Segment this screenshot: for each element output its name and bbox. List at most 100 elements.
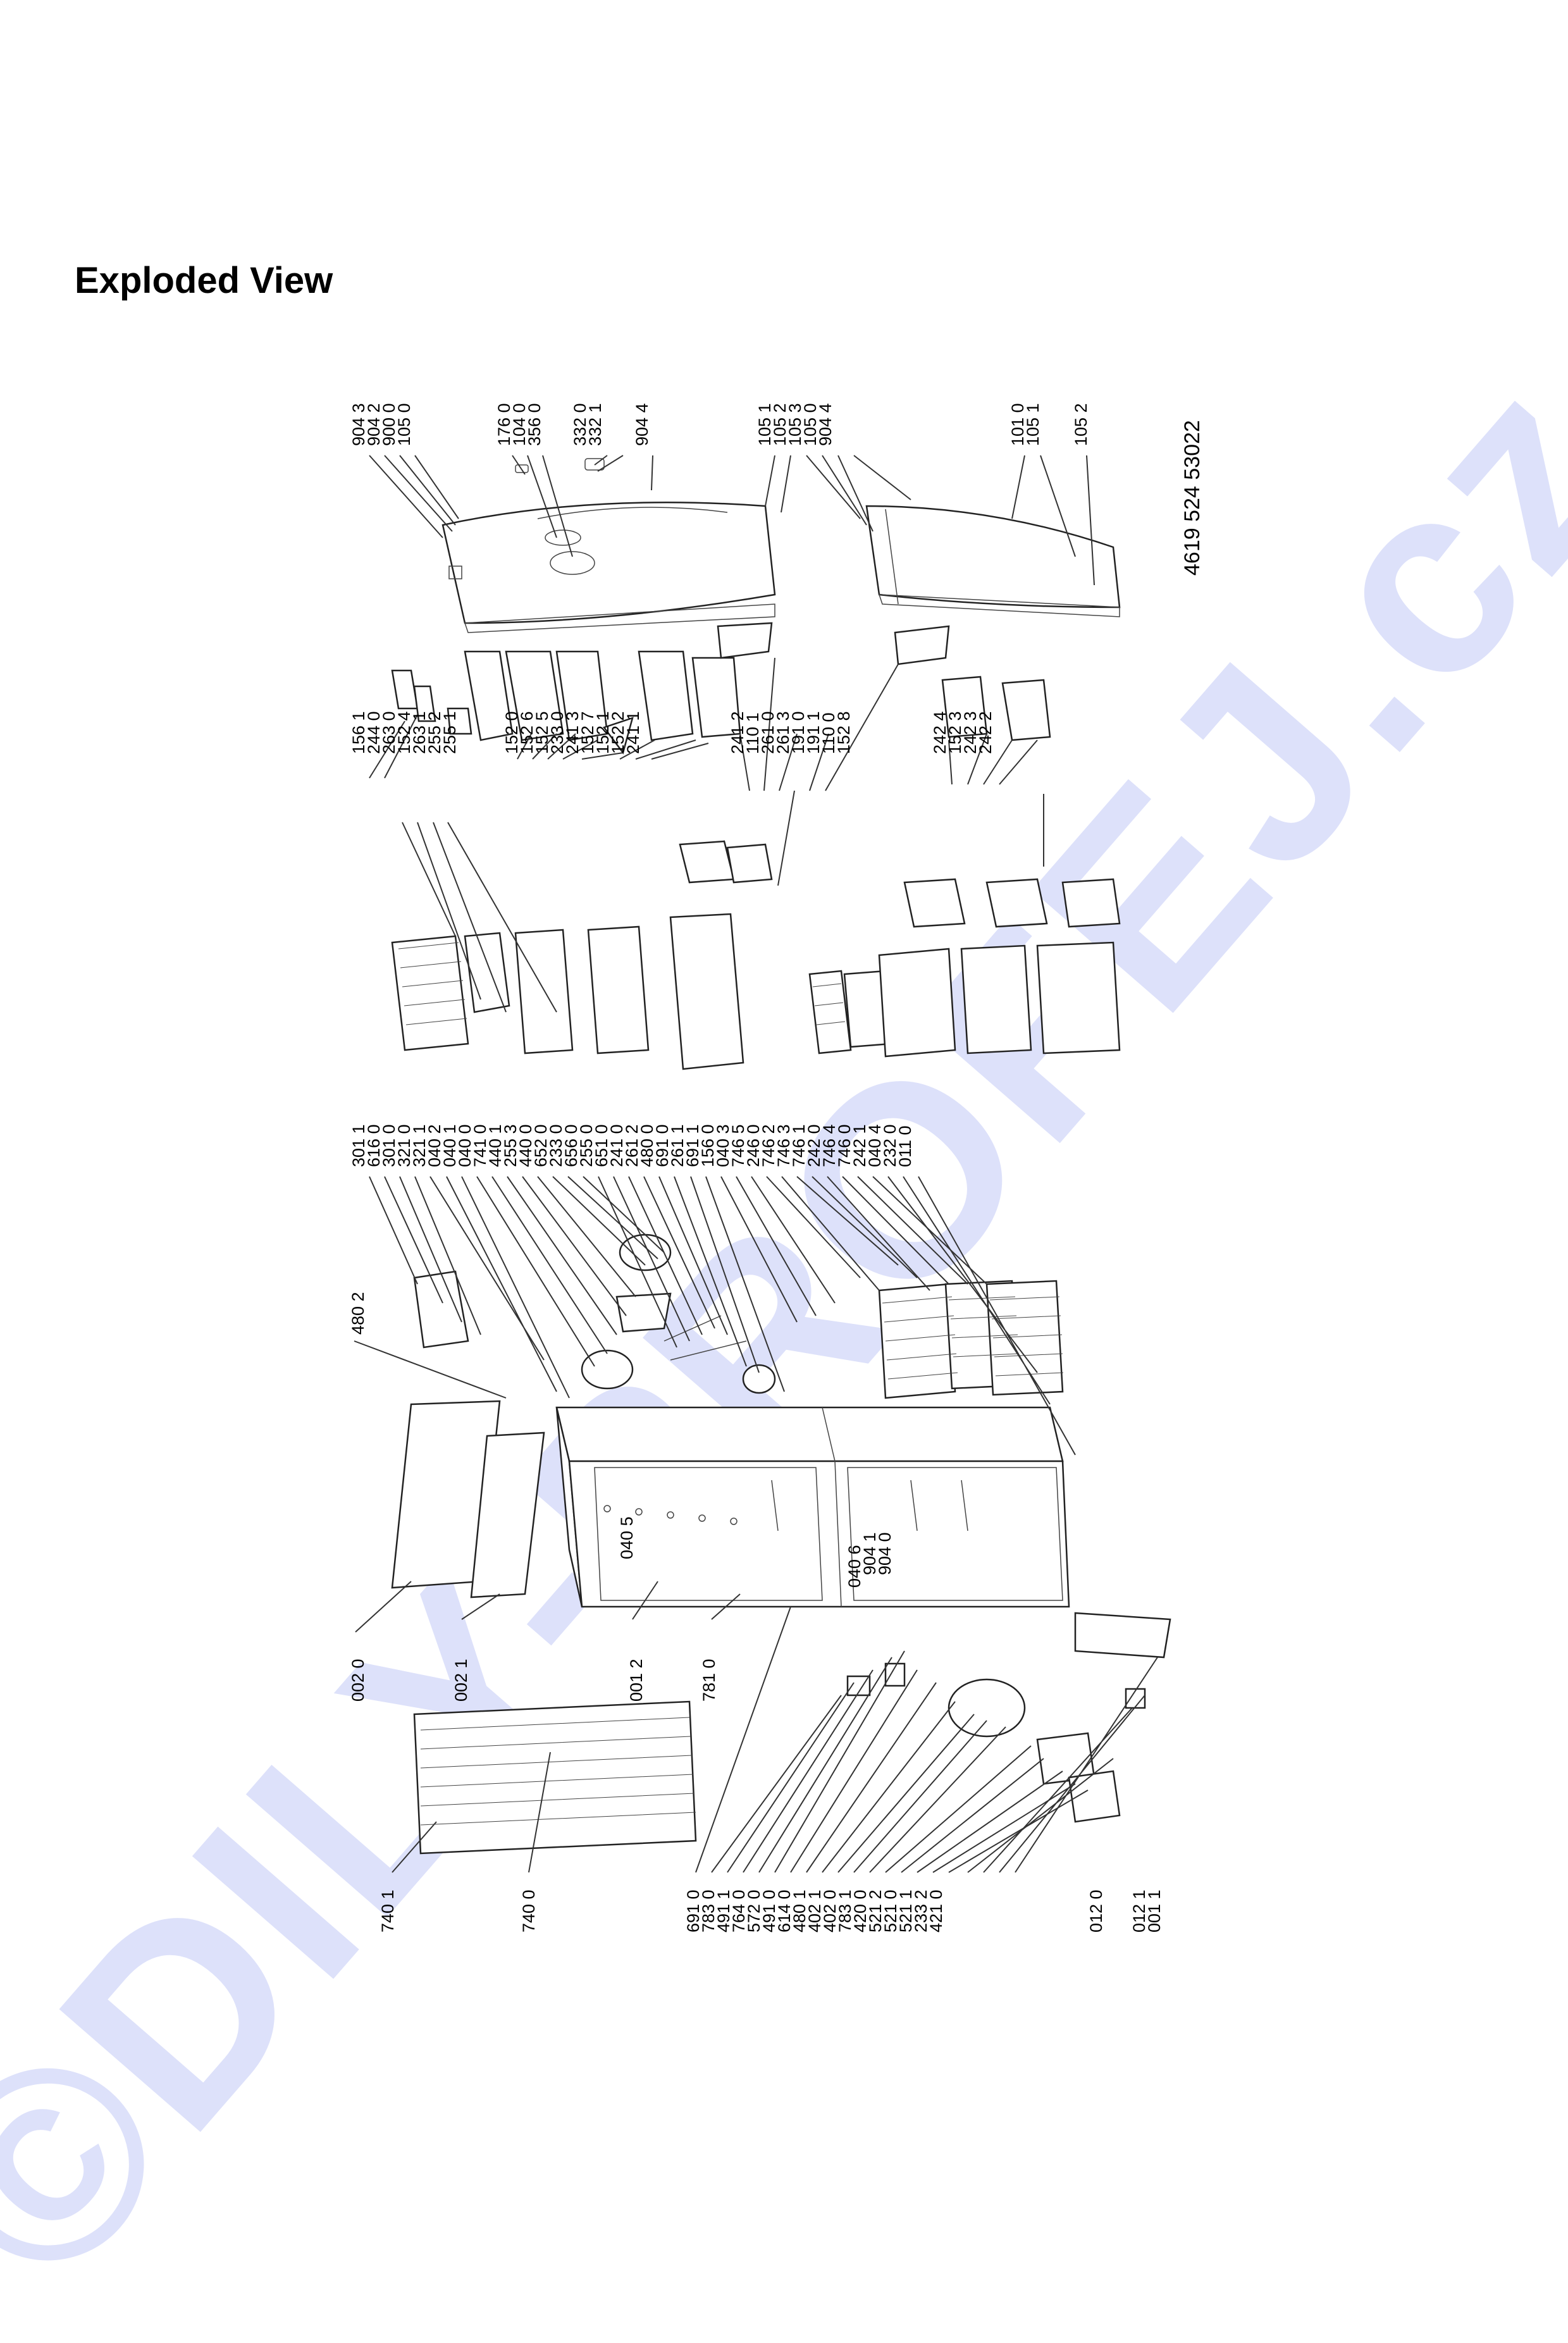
part-label: 241 1 [624, 711, 643, 754]
part-label: 301 0 [380, 1124, 398, 1167]
part-label: 261 0 [758, 711, 777, 754]
part-label: 746 2 [759, 1124, 778, 1167]
part-label: 040 0 [455, 1124, 474, 1167]
part-label: 440 1 [486, 1124, 505, 1167]
part-label: 572 0 [744, 1889, 763, 1932]
part-label: 691 0 [653, 1124, 672, 1167]
part-label: 110 1 [743, 712, 762, 754]
part-label: 521 2 [866, 1889, 885, 1932]
part-label: 421 0 [927, 1889, 946, 1932]
part-label: 105 2 [1071, 403, 1090, 446]
bottom-leaders [355, 1581, 1158, 1873]
part-label: 040 3 [713, 1124, 732, 1167]
part-label: 614 0 [775, 1889, 794, 1932]
part-label: 152 7 [578, 711, 597, 754]
part-label: 040 1 [440, 1124, 459, 1167]
part-label: 746 1 [789, 1124, 808, 1167]
part-label: 480 1 [790, 1889, 809, 1932]
part-label: 440 0 [516, 1124, 535, 1167]
part-label: 105 1 [755, 403, 774, 446]
page-title: Exploded View [75, 260, 333, 301]
part-label: 156 1 [349, 711, 368, 754]
part-label: 321 0 [395, 1124, 414, 1167]
part-label: 261 2 [622, 1124, 641, 1167]
part-label: 651 0 [592, 1124, 611, 1167]
part-label: 105 0 [801, 403, 820, 446]
part-label: 783 1 [836, 1889, 855, 1932]
part-label: 904 2 [364, 403, 383, 446]
part-label: 152 4 [395, 711, 414, 754]
part-label: 152 6 [517, 711, 536, 754]
part-label: 691 1 [683, 1124, 702, 1167]
part-label: 491 0 [760, 1889, 779, 1932]
side-panels [391, 1400, 545, 1598]
part-label: 301 1 [349, 1124, 368, 1167]
part-label: 152 2 [608, 711, 627, 754]
part-label: 332 0 [571, 403, 590, 446]
part-label: 740 0 [519, 1889, 538, 1932]
part-label: 233 0 [548, 711, 567, 754]
part-label: 402 0 [820, 1889, 839, 1932]
part-label: 191 0 [789, 711, 808, 754]
part-label: 764 0 [729, 1889, 748, 1932]
cabinet [555, 1406, 1070, 1608]
document-code: 4619 524 53022 [1180, 420, 1204, 576]
part-label: 040 2 [425, 1124, 444, 1167]
fridge-shelves [391, 840, 1121, 1070]
part-label: 255 0 [577, 1124, 596, 1167]
part-label: 244 0 [364, 711, 383, 754]
part-label: 746 4 [820, 1124, 839, 1167]
part-label: 191 1 [804, 711, 823, 754]
part-label: 101 0 [1008, 403, 1027, 446]
part-label: 105 0 [395, 403, 414, 446]
freezer-drawers [878, 941, 1121, 1058]
part-label: 321 1 [410, 1124, 429, 1167]
part-label: 241 2 [728, 711, 747, 754]
part-label: 152 1 [593, 711, 612, 754]
part-label: 263 0 [380, 711, 398, 754]
part-label: 255 3 [501, 1124, 520, 1167]
part-label: 255 1 [440, 711, 459, 754]
part-label: 105 3 [786, 403, 805, 446]
door-balconies [391, 622, 1051, 755]
part-label: 233 0 [546, 1124, 565, 1167]
part-label: 233 2 [911, 1889, 930, 1932]
part-label: 332 1 [586, 403, 605, 446]
shelf-leaders [369, 657, 1044, 1013]
top-leaders [369, 455, 1095, 586]
part-label: 480 0 [638, 1124, 657, 1167]
part-label: 040 4 [865, 1124, 884, 1167]
part-label: 356 0 [525, 403, 544, 446]
part-label: 105 1 [1023, 403, 1042, 446]
part-label: 521 1 [896, 1889, 915, 1932]
part-label: 691 0 [684, 1889, 703, 1932]
middle-leaders [354, 1176, 1076, 1456]
part-label: 040 6 [845, 1545, 864, 1588]
part-label: 420 0 [851, 1889, 870, 1932]
part-label: 656 0 [562, 1124, 581, 1167]
part-label: 176 0 [495, 403, 514, 446]
part-label: 104 0 [510, 403, 529, 446]
part-label: 040 5 [617, 1516, 636, 1559]
part-label: 152 5 [533, 711, 552, 754]
part-label: 002 0 [349, 1659, 367, 1702]
part-label: 001 1 [1145, 1889, 1164, 1932]
part-label: 904 0 [875, 1532, 894, 1575]
part-label: 156 0 [698, 1124, 717, 1167]
part-label: 261 1 [668, 1124, 687, 1167]
part-label: 001 2 [627, 1659, 646, 1702]
part-label: 746 0 [835, 1124, 854, 1167]
part-label: 616 0 [364, 1124, 383, 1167]
part-label: 002 1 [452, 1659, 471, 1702]
part-label: 904 4 [816, 403, 835, 446]
part-label: 241 0 [607, 1124, 626, 1167]
lower-door-assembly [865, 505, 1121, 617]
part-label: 900 0 [380, 403, 398, 446]
part-label: 242 1 [850, 1124, 869, 1167]
part-label: 242 2 [976, 711, 995, 754]
part-label: 012 1 [1130, 1889, 1149, 1932]
part-label: 012 0 [1087, 1889, 1106, 1932]
part-label: 152 3 [946, 711, 965, 754]
part-label: 152 0 [502, 711, 521, 754]
